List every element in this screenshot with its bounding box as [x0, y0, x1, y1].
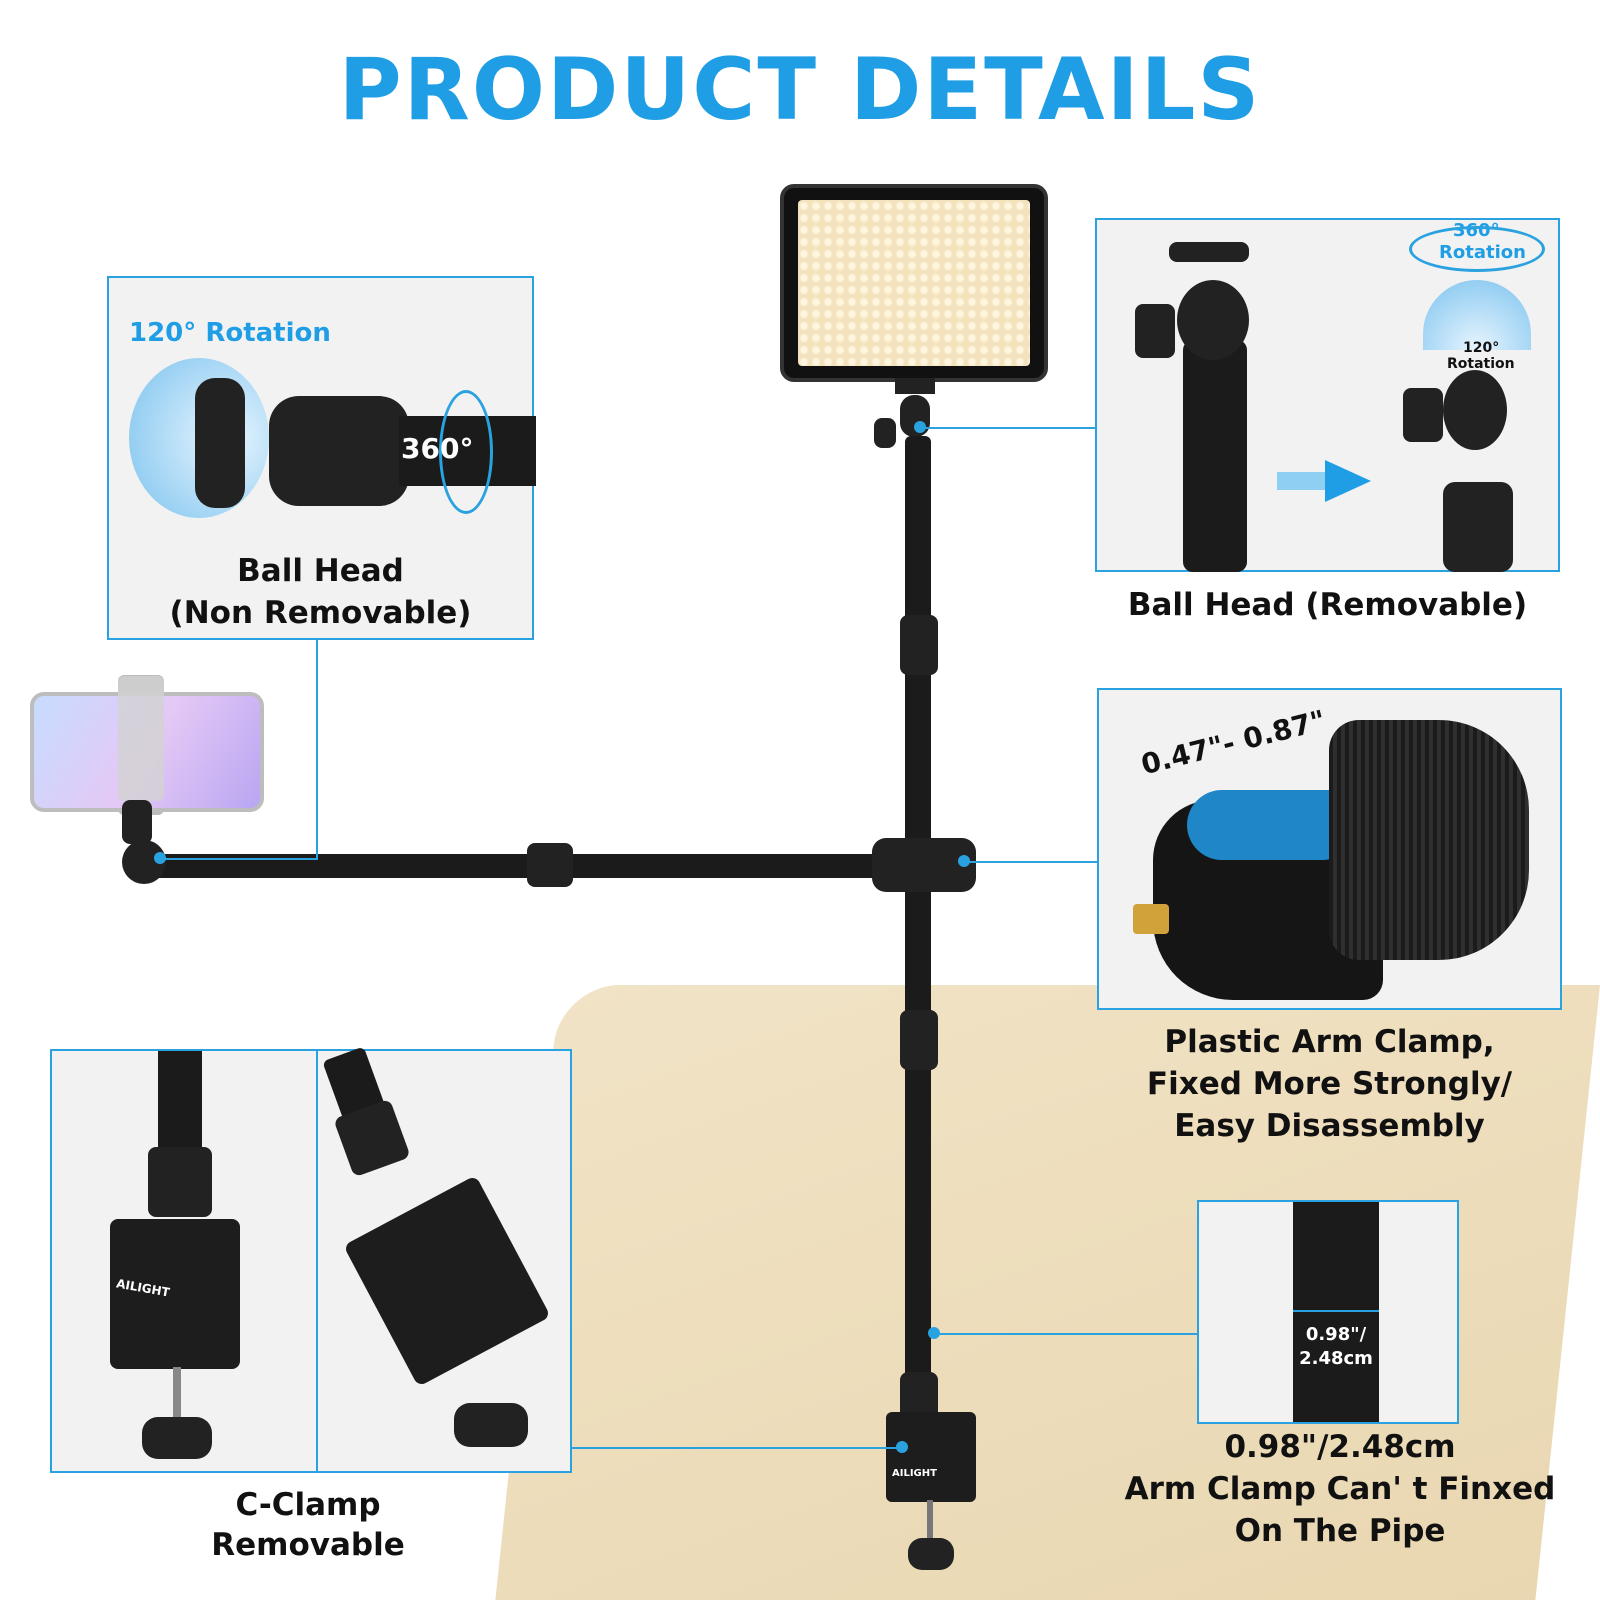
rotation-360-label: 360°: [401, 432, 474, 465]
c-clamp-body-right: [343, 1175, 551, 1387]
arm-clamp-size-label: 0.47"- 0.87": [1137, 703, 1329, 782]
pipe-tube: [1293, 1202, 1379, 1422]
phone-ball-head: [122, 800, 152, 844]
connector-pipe: [934, 1333, 1198, 1335]
pole-knob-upper: [900, 615, 938, 675]
connector-dot: [154, 852, 166, 864]
arm-clamp-knurled-knob: [1329, 720, 1529, 960]
connector-c-clamp: [570, 1447, 902, 1449]
panel-ball-head-fixed: 120° Rotation 360° Ball Head (Non Remova…: [107, 276, 536, 640]
connector-dot: [958, 855, 970, 867]
removable-pole: [1183, 340, 1247, 572]
connector-dot: [896, 1441, 908, 1453]
main-c-clamp: AILIGHT: [886, 1412, 976, 1502]
c-clamp-knob-left: [148, 1147, 212, 1217]
top-ball-head-knob: [874, 418, 896, 448]
connector-dot: [928, 1327, 940, 1339]
c-clamp-caption-2: Removable: [211, 1527, 405, 1563]
pole-knob-middle: [900, 1010, 938, 1070]
arm-clamp-caption-2: Fixed More Strongly/: [1146, 1066, 1513, 1102]
pipe-diameter-label-a: 0.98"/: [1305, 1324, 1367, 1345]
pipe-caption-2: Arm Clamp Can' t Finxed: [1124, 1471, 1556, 1507]
arm-clamp-brass-screw: [1133, 904, 1169, 934]
ball-head-body: [269, 396, 409, 506]
arrow-right-icon: [1277, 460, 1371, 502]
pipe-caption-3: On The Pipe: [1234, 1513, 1446, 1549]
light-mount: [895, 378, 935, 394]
arm-clamp-caption-3: Easy Disassembly: [1174, 1108, 1485, 1144]
panel-pipe: 0.98"/ 2.48cm: [1197, 1200, 1459, 1424]
c-clamp-body-left: AILIGHT: [110, 1219, 240, 1369]
arm-joint: [527, 843, 573, 887]
panel-c-clamp: AILIGHT: [50, 1046, 572, 1473]
ball-head-fixed-caption-1: Ball Head: [237, 553, 404, 589]
ball-head-removable-caption: Ball Head (Removable): [1127, 587, 1528, 623]
page-title: PRODUCT DETAILS: [338, 40, 1262, 140]
removable-ball: [1177, 280, 1249, 360]
rotation-360-ring-icon: [1409, 226, 1545, 272]
pipe-diameter-label-b: 2.48cm: [1299, 1348, 1373, 1369]
c-clamp-brand: AILIGHT: [115, 1276, 171, 1300]
main-clamp-screw: [927, 1500, 933, 1540]
rotation-120-text-b: Rotation: [1447, 356, 1515, 372]
detached-base: [1443, 482, 1513, 572]
c-clamp-divider: [316, 1051, 318, 1471]
vertical-pole: [905, 436, 931, 1436]
pipe-diameter-line: [1293, 1310, 1379, 1312]
main-clamp-brand: AILIGHT: [892, 1468, 937, 1479]
removable-side-knob: [1135, 304, 1175, 358]
connector-dot: [914, 421, 926, 433]
detached-side-knob: [1403, 388, 1443, 442]
connector-top-light: [920, 427, 1098, 429]
c-clamp-handle-left: [142, 1417, 212, 1459]
arm-clamp-slot: [1187, 790, 1357, 860]
rotation-120-label: 120° Rotation: [129, 318, 331, 348]
pipe-caption-1: 0.98"/2.48cm: [1224, 1429, 1456, 1465]
detached-ball-head: [1443, 370, 1507, 450]
rotation-120-text-a: 120°: [1463, 340, 1500, 356]
c-clamp-screw-left: [173, 1367, 181, 1423]
ball-head-disk: [195, 378, 245, 508]
panel-arm-clamp: 0.47"- 0.87": [1097, 688, 1562, 1010]
ball-head-fixed-caption-2: (Non Removable): [169, 595, 472, 631]
rotation-360-icon: [439, 390, 493, 514]
c-clamp-handle-right: [454, 1403, 528, 1447]
main-clamp-knob: [908, 1538, 954, 1570]
connector-arm-clamp: [965, 861, 1097, 863]
panel-ball-head-removable: 360° Rotation 120° Rotation: [1095, 218, 1560, 572]
connector-ball-head-fixed-v: [316, 638, 318, 860]
phone-clip: [118, 676, 164, 801]
c-clamp-caption-1: C-Clamp: [235, 1487, 381, 1523]
led-light-panel: [780, 184, 1048, 382]
arm-clamp-caption-1: Plastic Arm Clamp,: [1164, 1024, 1495, 1060]
connector-ball-head-fixed-h: [160, 858, 318, 860]
removable-top-plate: [1169, 242, 1249, 262]
